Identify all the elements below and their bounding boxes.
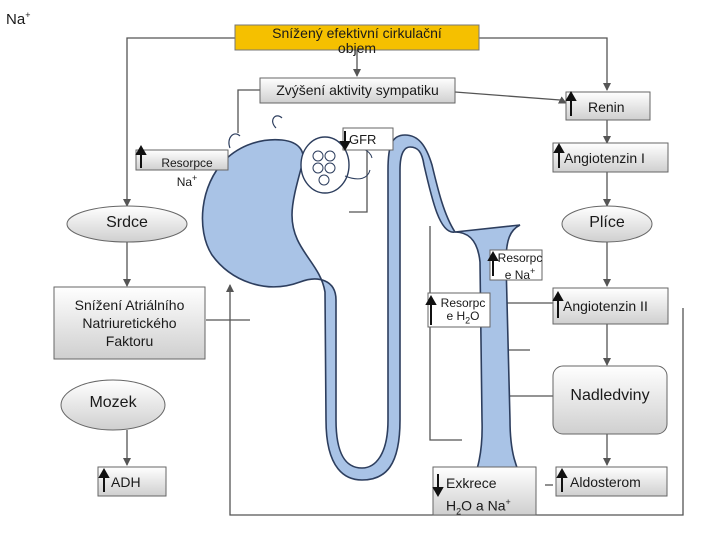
exkrece-label: Exkrece H2O a Na+ xyxy=(446,475,511,517)
plice-label: Plíce xyxy=(589,214,625,231)
aldosterom-label: Aldosterom xyxy=(570,474,641,490)
resorpce-left-label: Resorpce Na+ xyxy=(161,156,213,189)
srdce-shape xyxy=(66,205,188,243)
indicator-arrows xyxy=(98,90,577,498)
plice-shape xyxy=(561,205,653,243)
top-box-shape xyxy=(234,24,480,51)
adh-label: ADH xyxy=(111,474,141,490)
angiotenzin1-box-shape xyxy=(552,142,669,173)
angiotenzin1-label: Angiotenzin I xyxy=(564,150,645,166)
nadledviny-label: Nadledviny xyxy=(570,387,650,404)
angiotenzin2-label: Angiotenzin II xyxy=(563,298,648,314)
nephron-drawing xyxy=(201,115,530,489)
corner-na-label: Na+ xyxy=(6,10,31,28)
exkrece-box-shape xyxy=(432,466,537,516)
mozek-label: Mozek xyxy=(89,394,137,411)
nadledviny-shape xyxy=(552,365,668,435)
resorpce-mid-label: Resorpc e Na+ xyxy=(497,251,543,282)
renin-box-shape xyxy=(565,91,651,121)
top-box-label: Snížený efektivní cirkulační objem xyxy=(272,25,442,56)
angiotenzin2-box-shape xyxy=(552,287,669,325)
anp-label: Snížení Atriálního Natriuretického Fakto… xyxy=(74,297,185,349)
srdce-label: Srdce xyxy=(106,214,148,231)
sympatikus-label: Zvýšení aktivity sympatiku xyxy=(276,82,439,98)
mozek-shape xyxy=(60,379,166,431)
resorpce-h2o-label: Resorpc e H2O xyxy=(440,296,486,326)
resorpce-left-box-shape xyxy=(135,149,229,171)
anp-box-shape xyxy=(53,286,206,360)
aldosterom-box-shape xyxy=(555,466,668,497)
renin-label: Renin xyxy=(588,99,625,115)
bowman-capsule xyxy=(300,136,350,194)
gfr-label: GFR xyxy=(349,132,377,147)
sympatikus-box-shape xyxy=(259,77,456,104)
connector-lines xyxy=(123,37,684,516)
resorpce-h2o-box-shape xyxy=(427,292,491,328)
nephron-tubule xyxy=(201,134,457,481)
gfr-box-shape xyxy=(342,127,394,151)
resorpce-mid-box-shape xyxy=(489,249,543,281)
adh-box-shape xyxy=(97,466,167,497)
